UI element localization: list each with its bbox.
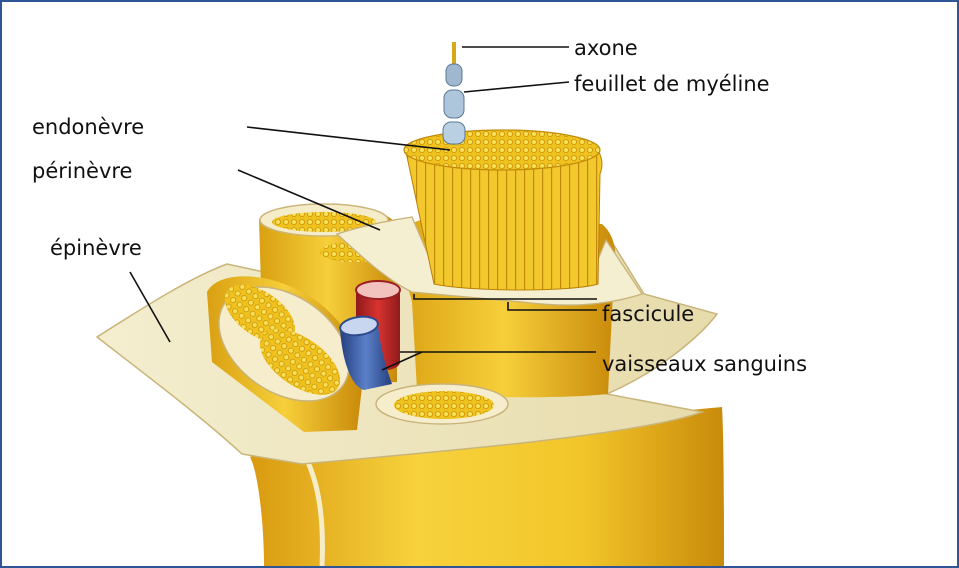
artery-opening — [356, 281, 400, 299]
label-fascicule: fascicule — [602, 302, 694, 326]
myelin-node-3 — [443, 122, 465, 144]
myelin-node-2 — [444, 90, 464, 118]
fiber-bundle-top — [404, 130, 600, 170]
label-vaisseaux: vaisseaux sanguins — [602, 352, 807, 376]
myelin-node-1 — [446, 64, 462, 86]
label-myeline: feuillet de myéline — [574, 72, 770, 96]
label-epinevre: épinèvre — [50, 236, 142, 260]
leader-myeline — [464, 82, 569, 92]
leader-endonevre — [247, 127, 450, 150]
label-perinevre: périnèvre — [32, 159, 132, 183]
label-axone: axone — [574, 36, 638, 60]
label-endonevre: endonèvre — [32, 115, 144, 139]
